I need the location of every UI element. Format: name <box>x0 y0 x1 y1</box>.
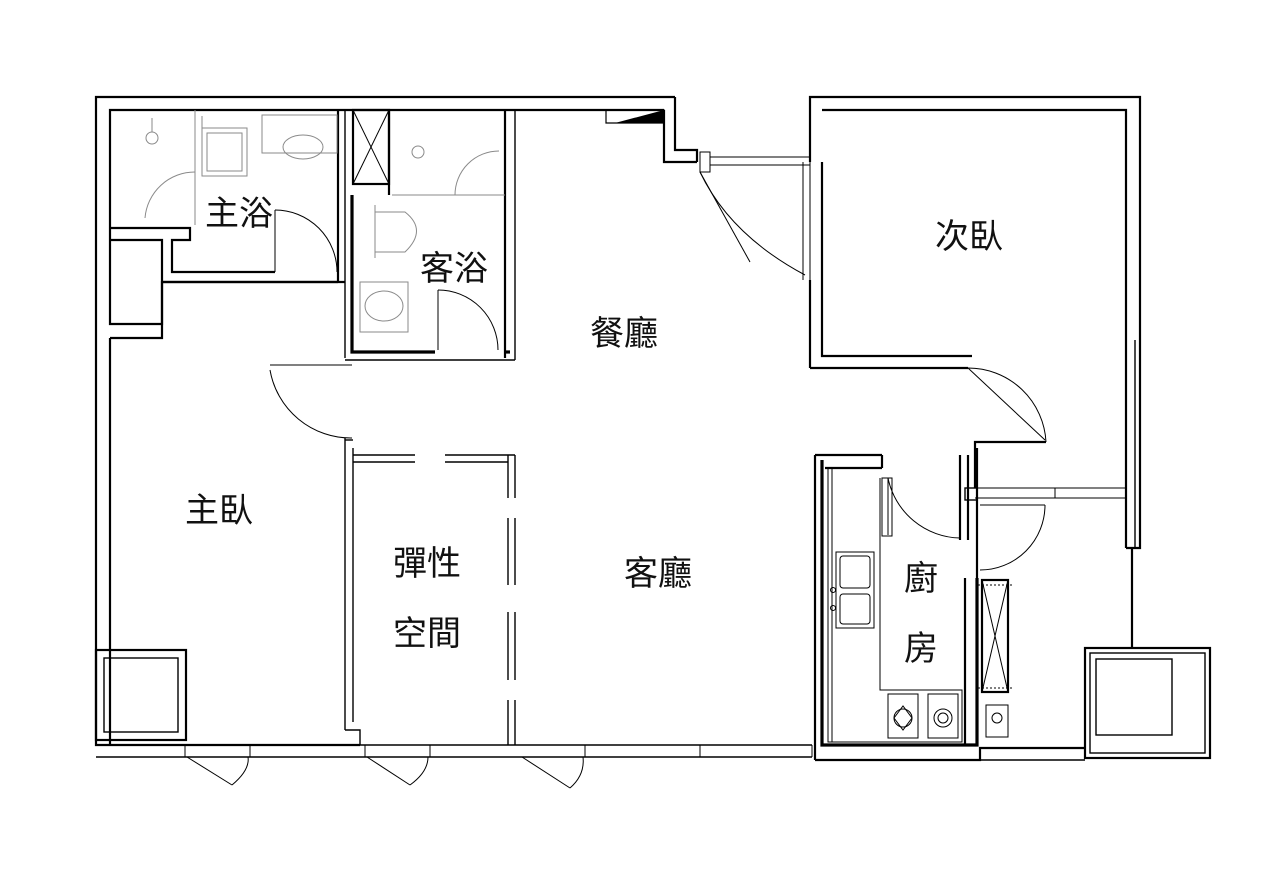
room-label-guest-bath: 客浴 <box>420 249 488 289</box>
room-label-master-bedroom: 主臥 <box>185 491 253 531</box>
guest-bath-walls <box>345 108 516 361</box>
room-label-second-bedroom: 次臥 <box>935 217 1003 257</box>
room-label-flex-space-2: 空間 <box>393 614 461 654</box>
kitchen-walls <box>813 448 979 760</box>
room-labels: 主浴 客浴 餐廳 次臥 主臥 彈性 空間 客廳 廚 房 <box>185 194 1003 669</box>
room-label-living: 客廳 <box>624 554 692 594</box>
room-label-flex-space-1: 彈性 <box>393 544 461 584</box>
room-label-kitchen-1: 廚 <box>904 559 938 599</box>
flex-space-partitions <box>353 454 516 745</box>
room-label-master-bath: 主浴 <box>205 194 273 234</box>
second-bedroom-walls <box>808 162 1126 501</box>
service-balcony <box>978 504 1212 760</box>
room-label-kitchen-2: 房 <box>904 629 938 669</box>
master-bath-walls <box>110 110 346 358</box>
balcony-doors <box>186 756 584 789</box>
room-label-dining: 餐廳 <box>590 314 658 354</box>
entry <box>605 109 811 280</box>
outer-walls <box>94 95 1142 762</box>
master-bedroom-walls <box>94 280 361 745</box>
